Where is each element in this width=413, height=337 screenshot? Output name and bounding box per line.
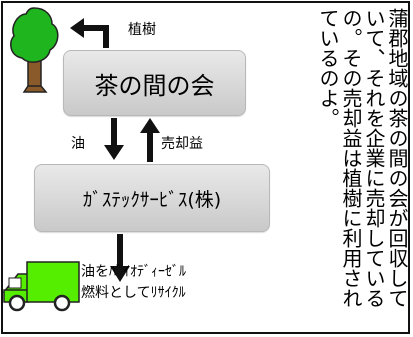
tree-icon (9, 7, 59, 93)
biodiesel-line-1: 油をﾊﾞｲｵﾃﾞｨｰｾﾞﾙ (81, 264, 186, 280)
truck-icon (2, 261, 80, 312)
tea-room-box: 茶の間の会 (63, 50, 246, 116)
explanation-text: 蒲郡地域の茶の間の会が回収していて、それを企業に売却しているの。その売却益は植樹… (316, 8, 409, 308)
arrow-to-truck (110, 234, 130, 282)
tree-planting-label: 植樹 (128, 22, 156, 38)
biodiesel-line-2: 燃料としてﾘｻｲｸﾙ (81, 285, 186, 301)
gas-service-box: ｶﾞｽﾃｯｸｻｰﾋﾞｽ(株) (34, 164, 270, 232)
arrow-profit-up (140, 118, 160, 162)
tea-room-label: 茶の間の会 (94, 71, 215, 100)
arrow-oil-down (104, 118, 124, 160)
oil-label: 油 (71, 136, 85, 152)
biodiesel-label: 油をﾊﾞｲｵﾃﾞｨｰｾﾞﾙ 燃料としてﾘｻｲｸﾙ (81, 262, 186, 304)
profit-label: 売却益 (161, 136, 203, 152)
arrow-to-tree (70, 18, 109, 48)
gas-service-label: ｶﾞｽﾃｯｸｻｰﾋﾞｽ(株) (82, 188, 222, 211)
